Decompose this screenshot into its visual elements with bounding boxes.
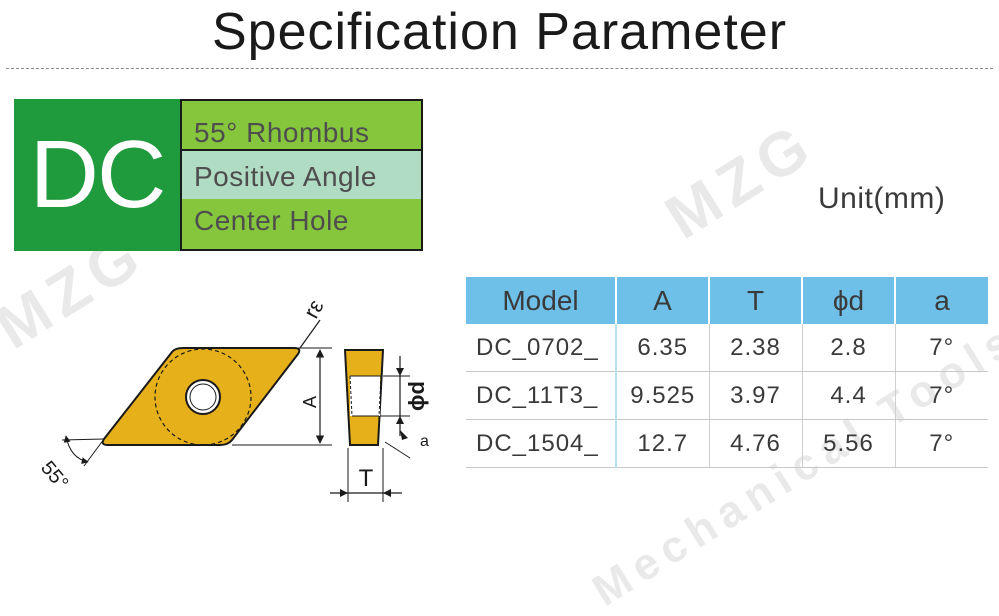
dim-d-arrow-top [396, 368, 404, 376]
insert-diagram: rε A 55° ϕd a T [36, 295, 429, 502]
clearance-label: a [420, 433, 429, 450]
cell-d: 4.4 [801, 371, 895, 420]
cell-angle: 7° [894, 419, 988, 468]
unit-label: Unit(mm) [818, 182, 946, 215]
angle-label: 55° [36, 457, 72, 494]
insert-outer-ring [154, 348, 252, 446]
cell-angle: 7° [894, 371, 988, 420]
dim-d-label: ϕd [404, 381, 429, 411]
feature-hole: Center Hole [180, 199, 423, 251]
cell-t: 3.97 [708, 371, 802, 420]
cell-model: DC_11T3_ [466, 371, 617, 420]
side-view-hole [350, 376, 380, 416]
cell-a: 12.7 [615, 419, 709, 468]
table-row: DC_1504_ 12.7 4.76 5.56 7° [466, 419, 988, 468]
clearance-arrow [400, 430, 408, 440]
side-hole-edge-right [378, 375, 382, 417]
angle-arc [63, 435, 89, 465]
angle-leader-1 [61, 438, 105, 441]
table-row: DC_11T3_ 9.525 3.97 4.4 7° [466, 371, 988, 420]
header-d: ϕd [801, 277, 895, 324]
clearance-leader [384, 441, 411, 459]
dim-a-label: A [300, 396, 320, 408]
radius-label: rε [298, 295, 328, 322]
insert-code-badge: DC [14, 99, 180, 251]
spec-table: Model A T ϕd a DC_0702_ 6.35 2.38 2.8 7°… [466, 277, 988, 468]
dim-t-label: T [359, 465, 374, 492]
header-t: T [708, 277, 802, 324]
dim-t-arrow-right [383, 489, 391, 497]
cell-a: 9.525 [615, 371, 709, 420]
table-row: DC_0702_ 6.35 2.38 2.8 7° [466, 324, 988, 372]
cell-d: 5.56 [801, 419, 895, 468]
cell-a: 6.35 [615, 324, 709, 372]
cell-t: 2.38 [708, 324, 802, 372]
feature-angle: Positive Angle [180, 151, 423, 201]
insert-center-hole [185, 379, 221, 415]
side-hole-edge-left [349, 375, 353, 417]
cell-model: DC_1504_ [466, 419, 617, 468]
dim-t-arrow-left [340, 489, 348, 497]
cell-model: DC_0702_ [466, 324, 617, 372]
title-divider [6, 68, 993, 69]
cell-d: 2.8 [801, 324, 895, 372]
feature-shape: 55° Rhombus [180, 99, 423, 151]
page-title: Specification Parameter [211, 3, 788, 61]
header-a: A [615, 277, 709, 324]
header-angle: a [894, 277, 988, 324]
dim-d-arrow-bottom [396, 416, 404, 424]
watermark-brand: MZG [654, 108, 828, 253]
cell-t: 4.76 [708, 419, 802, 468]
insert-hole-inner [189, 383, 217, 411]
header-model: Model [466, 277, 616, 324]
table-header-row: Model A T ϕd a [466, 277, 988, 324]
cell-angle: 7° [894, 324, 988, 372]
radius-leader [299, 319, 321, 349]
